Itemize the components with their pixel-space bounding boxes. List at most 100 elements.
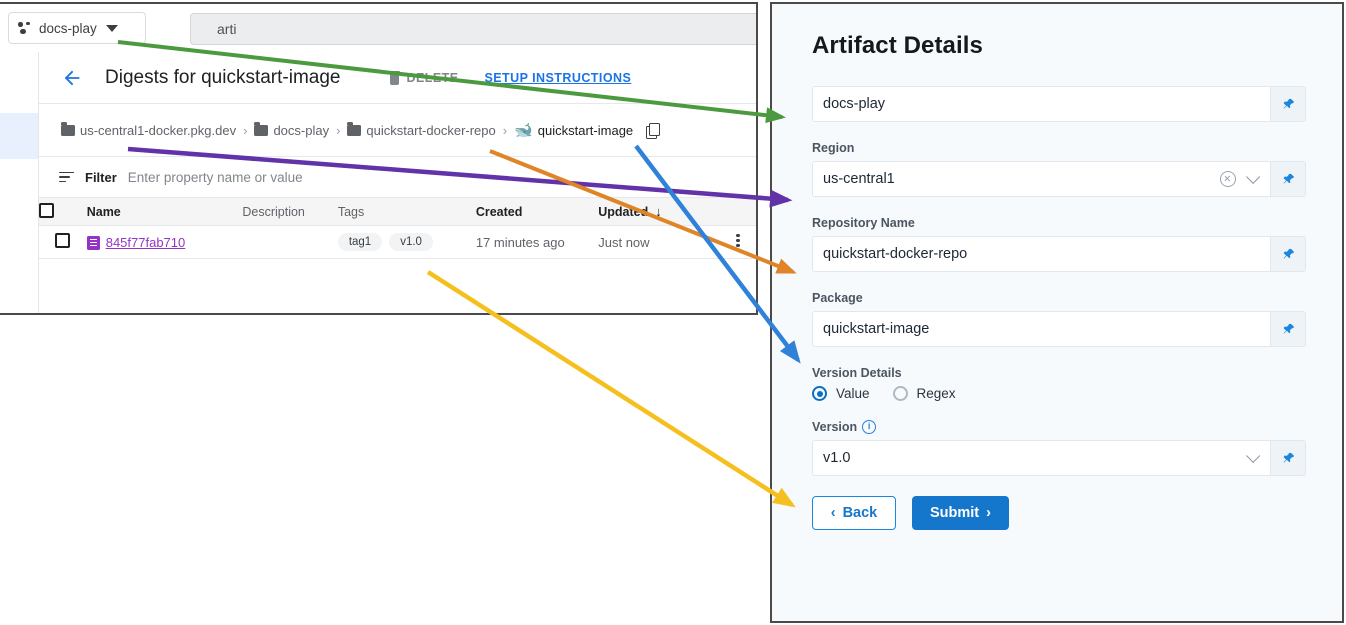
delete-button[interactable]: DELETE [388,70,459,85]
breadcrumb-label: quickstart-docker-repo [366,122,496,138]
package-field-group: Package quickstart-image [812,291,1306,347]
page-header-actions: DELETE SETUP INSTRUCTIONS [388,70,632,85]
version-details-group: Version Details Value Regex [812,366,1306,401]
breadcrumb: us-central1-docker.pkg.dev › docs-play ›… [39,104,756,157]
delete-button-label: DELETE [406,70,459,85]
table-header-row: Name Description Tags Created Updated↓ [39,198,756,226]
google-cloud-console-window: docs-play arti Digests for quickstart-im… [0,2,758,315]
select-all-header[interactable] [39,198,87,226]
breadcrumb-item-project[interactable]: docs-play [254,122,330,138]
submit-button-label: Submit [930,505,980,521]
row-checkbox[interactable] [55,233,71,248]
radio-value-label: Value [836,386,870,401]
pin-icon [1283,173,1294,183]
column-header-menu [720,198,756,226]
version-details-label: Version Details [812,366,902,380]
radio-value[interactable] [812,386,827,401]
page-title: Digests for quickstart-image [105,66,341,88]
filter-bar: Filter Enter property name or value [39,157,756,198]
column-header-name[interactable]: Name [86,198,243,226]
repository-pin-button[interactable] [1271,236,1306,272]
clear-icon[interactable] [1220,171,1236,187]
breadcrumb-label: quickstart-image [537,122,634,138]
digests-table: Name Description Tags Created Updated↓ [39,198,756,259]
pin-icon [1283,452,1294,462]
back-chevron-icon: ‹ [830,505,836,521]
filter-input[interactable]: Enter property name or value [127,169,303,185]
info-icon[interactable]: i [862,420,877,434]
project-input-value: docs-play [823,96,886,112]
repository-input-value: quickstart-docker-repo [823,246,968,262]
breadcrumb-separator: › [502,122,508,138]
chevron-down-icon [105,24,118,32]
breadcrumb-item-registry[interactable]: us-central1-docker.pkg.dev [61,122,237,138]
project-input[interactable]: docs-play [812,86,1271,122]
row-created-cell: 17 minutes ago [475,225,599,259]
column-header-updated[interactable]: Updated↓ [598,198,721,226]
console-search-input[interactable]: arti [190,13,756,45]
column-header-updated-label: Updated [598,205,649,219]
console-search-value: arti [217,21,237,37]
region-input-value: us-central1 [823,171,895,187]
column-header-tags[interactable]: Tags [337,198,476,226]
row-menu-cell[interactable] [720,225,756,259]
project-selector-chip[interactable]: docs-play [8,12,146,44]
version-pin-button[interactable] [1271,440,1306,476]
back-button[interactable]: ‹ Back [812,496,896,530]
breadcrumb-item-repository[interactable]: quickstart-docker-repo [347,122,496,138]
package-input-value: quickstart-image [823,321,930,337]
breadcrumb-item-package[interactable]: 🐋 quickstart-image [514,123,633,138]
console-top-bar: docs-play arti [0,4,756,53]
panel-button-row: ‹ Back Submit › [812,496,1306,530]
package-input[interactable]: quickstart-image [812,311,1271,347]
column-header-description[interactable]: Description [242,198,338,226]
back-arrow-icon[interactable] [61,67,83,89]
region-field-group: Region us-central1 [812,141,1306,197]
radio-regex-label: Regex [916,386,956,401]
pin-icon [1283,323,1294,333]
kebab-menu-icon[interactable] [736,232,740,249]
tag-chip[interactable]: v1.0 [389,233,433,251]
repository-label: Repository Name [812,216,915,230]
version-input[interactable]: v1.0 [812,440,1271,476]
tag-chip[interactable]: tag1 [337,233,383,251]
back-button-label: Back [842,505,878,521]
table-row[interactable]: 845f77fab710 tag1 v1.0 17 minutes ago Jus… [39,225,756,259]
row-select-cell[interactable] [39,225,87,259]
region-input[interactable]: us-central1 [812,161,1271,197]
breadcrumb-separator: › [336,122,341,138]
pin-icon [1283,248,1294,258]
row-description-cell [242,225,338,259]
copy-icon[interactable] [646,123,661,139]
region-pin-button[interactable] [1271,161,1306,197]
folder-icon [347,122,362,136]
docker-whale-icon: 🐋 [514,121,533,139]
chevron-down-icon[interactable] [1246,448,1261,463]
column-header-created[interactable]: Created [475,198,599,226]
repository-input[interactable]: quickstart-docker-repo [812,236,1271,272]
setup-instructions-link[interactable]: SETUP INSTRUCTIONS [484,70,632,85]
row-updated-cell: Just now [598,225,721,259]
row-name-cell: 845f77fab710 [86,225,243,259]
left-nav-rail[interactable] [0,52,39,313]
breadcrumb-label: docs-play [273,122,330,138]
breadcrumb-separator: › [243,122,248,138]
row-tags-cell: tag1 v1.0 [337,225,476,259]
project-dots-icon [18,21,32,35]
radio-regex[interactable] [892,386,908,401]
digest-link[interactable]: 845f77fab710 [105,234,186,250]
version-label: Version i [812,420,1306,434]
chevron-down-icon[interactable] [1246,169,1261,184]
submit-chevron-icon: › [986,505,991,521]
submit-button[interactable]: Submit › [912,496,1009,530]
panel-title: Artifact Details [812,32,983,59]
select-all-checkbox[interactable] [39,202,54,218]
package-pin-button[interactable] [1271,311,1306,347]
project-pin-button[interactable] [1271,86,1306,122]
artifact-details-panel: Artifact Details docs-play Region us-cen… [770,2,1344,623]
version-field-group: Version i v1.0 [812,420,1306,476]
breadcrumb-label: us-central1-docker.pkg.dev [80,122,237,138]
version-details-radio-group: Value Regex [812,386,1306,401]
left-nav-active-indicator [0,113,38,159]
console-content: Digests for quickstart-image DELETE SETU… [39,52,756,313]
